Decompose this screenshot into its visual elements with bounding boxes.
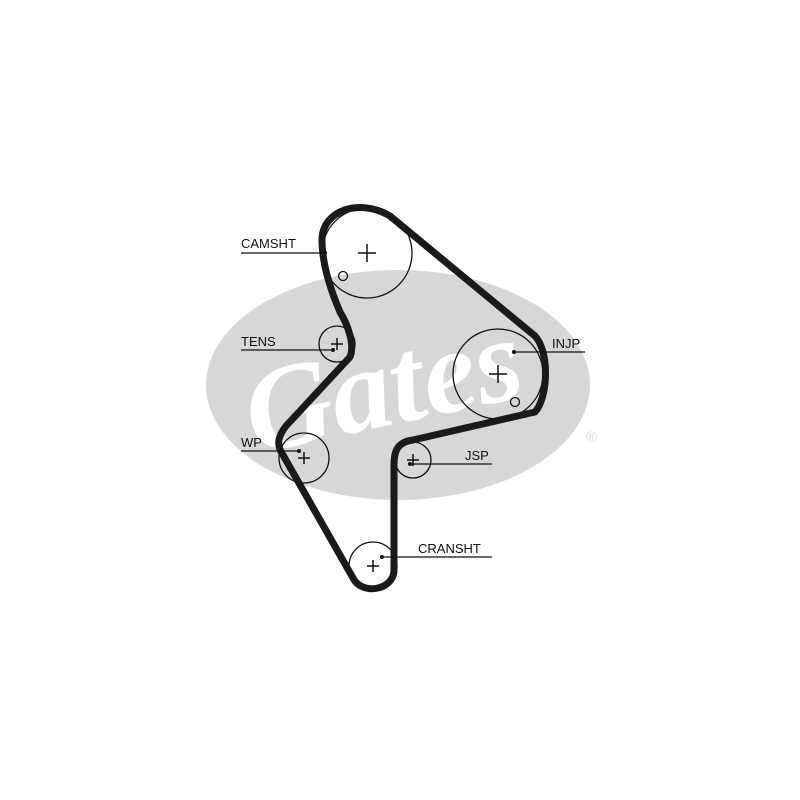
jackshaft-leader-dot: [408, 462, 412, 466]
injection-pump-leader-dot: [512, 350, 516, 354]
water-pump-centre-cross: [298, 452, 310, 464]
crankshaft-leader-dot: [380, 555, 384, 559]
timing-belt: [275, 204, 549, 593]
injection-pump-centre-cross: [489, 365, 507, 383]
camshaft-centre-cross: [358, 244, 376, 262]
tensioner-leader-dot: [331, 348, 335, 352]
injection-pump-label: INJP: [552, 336, 580, 351]
gates-watermark-logo: Gates ®: [206, 270, 597, 500]
crankshaft-centre-cross: [367, 560, 379, 572]
logo-ellipse: [206, 270, 590, 500]
injection-pump-timing-mark: [509, 396, 521, 408]
crankshaft-label: CRANSHT: [418, 541, 481, 556]
water-pump-label: WP: [241, 435, 262, 450]
tensioner-centre-cross: [331, 338, 343, 350]
registered-mark: ®: [586, 429, 597, 446]
leader-lines: [241, 252, 585, 558]
pulley-centres: [298, 244, 507, 572]
water-pump-pulley: [278, 432, 330, 484]
leader-dots: [297, 251, 516, 559]
tensioner-label: TENS: [241, 334, 276, 349]
camshaft-label: CAMSHT: [241, 236, 296, 251]
camshaft-leader-dot: [323, 251, 327, 255]
camshaft-timing-mark: [337, 270, 349, 282]
water-pump-leader-dot: [297, 449, 301, 453]
jackshaft-label: JSP: [465, 448, 489, 463]
